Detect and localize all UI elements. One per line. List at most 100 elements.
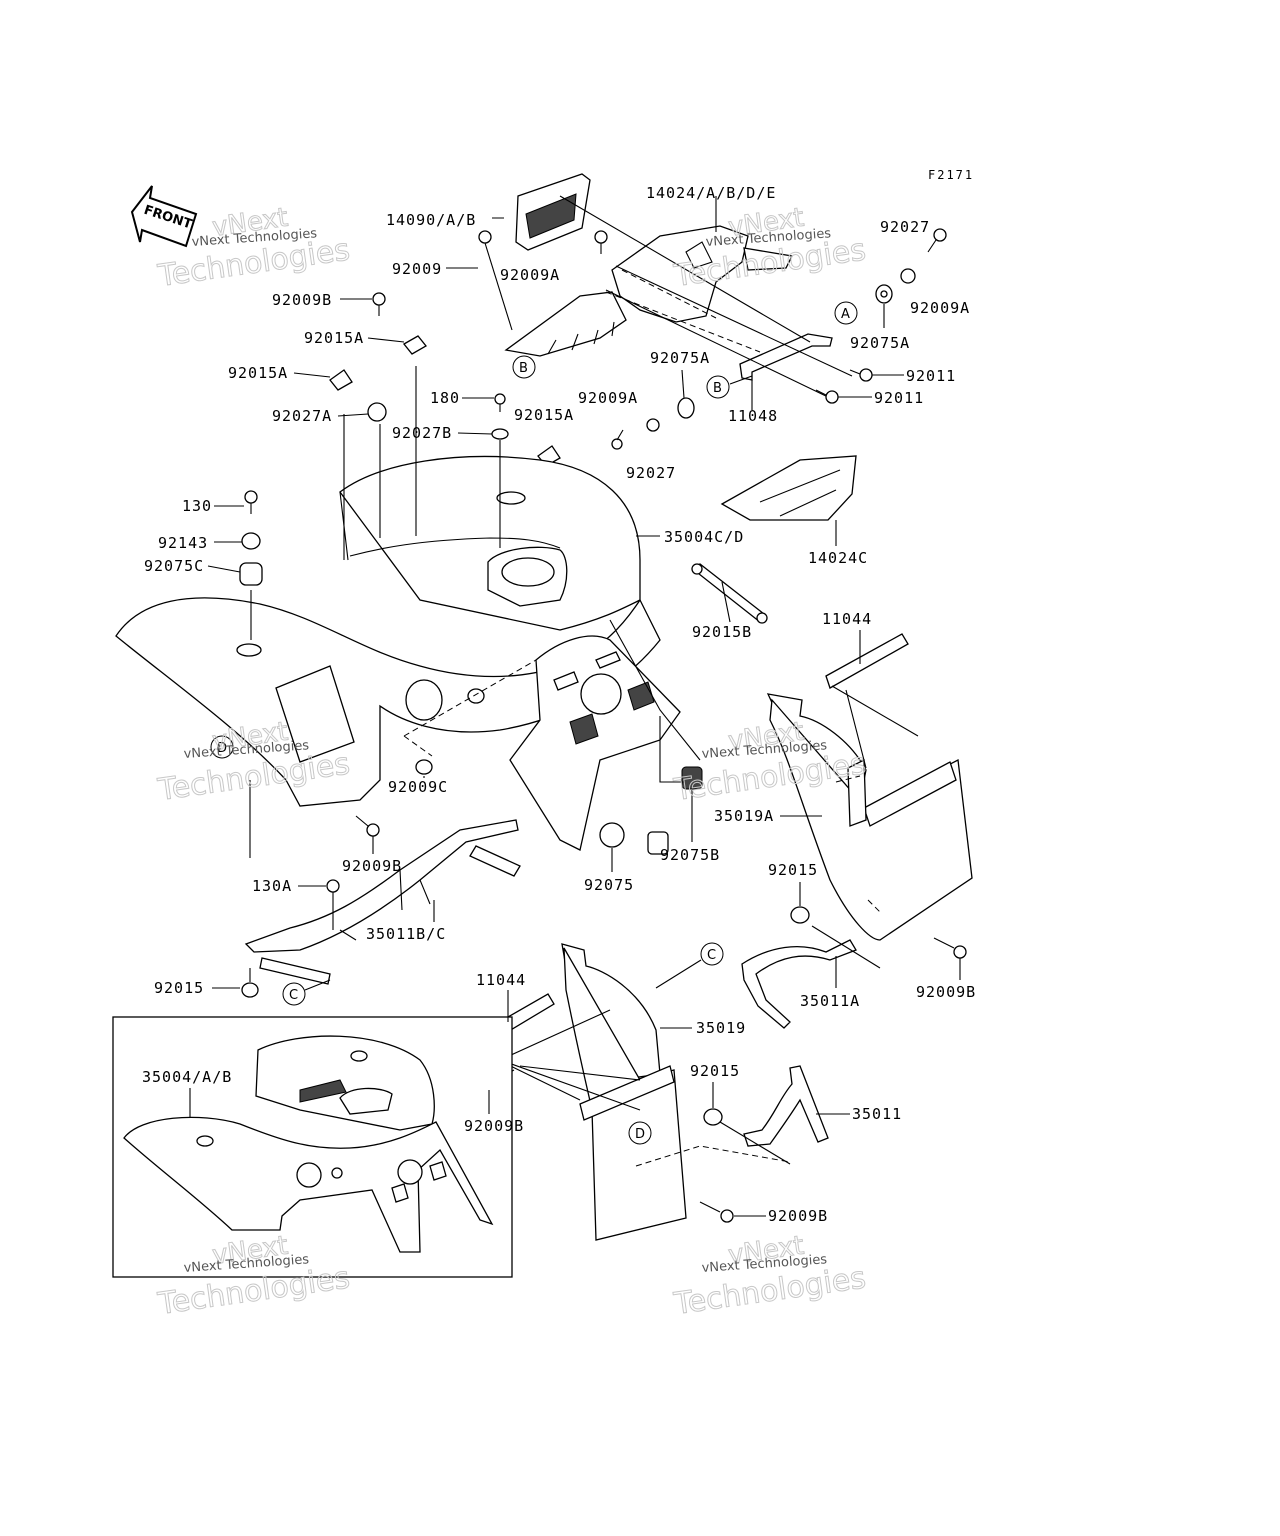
- label-130: 130: [182, 497, 212, 515]
- label-92075C: 92075C: [144, 557, 204, 575]
- fastener-92009: [478, 230, 513, 331]
- callout-D-left: D: [210, 735, 234, 759]
- label-92015A-2: 92015A: [228, 364, 288, 382]
- label-92015-low: 92015: [690, 1062, 740, 1080]
- bolt-130: [244, 490, 258, 514]
- nut-92009C: [415, 759, 433, 775]
- collar-92027A: [367, 402, 387, 422]
- bolt-92011-1: [849, 368, 873, 382]
- collar-92027B: [491, 428, 509, 440]
- label-92009B-bottom: 92009B: [768, 1207, 828, 1225]
- label-92009B-top: 92009B: [272, 291, 332, 309]
- fastener-92009A-mid: [594, 230, 608, 254]
- svg-text:B: B: [713, 381, 722, 396]
- figure-code: F2171: [928, 168, 974, 182]
- clip-92015A-2: [329, 369, 353, 391]
- stay-35011: [743, 1065, 829, 1147]
- collar-92027-low: [646, 418, 660, 432]
- fastener-92009A-topright: [927, 228, 947, 253]
- label-35019A: 35019A: [714, 807, 774, 825]
- tail-cover-14090: [515, 173, 591, 251]
- label-92011-1: 92011: [906, 367, 956, 385]
- label-92009: 92009: [392, 260, 442, 278]
- label-92009C: 92009C: [388, 778, 448, 796]
- rear-fender-35004CD: [115, 455, 701, 851]
- stay-35011A: [741, 939, 857, 1029]
- front-arrow-icon: FRONT: [130, 185, 198, 248]
- label-92027-low: 92027: [626, 464, 676, 482]
- label-92011-2: 92011: [874, 389, 924, 407]
- label-92009A-topright: 92009A: [910, 299, 970, 317]
- collar-92143: [241, 532, 261, 550]
- fastener-92027-top: [900, 268, 916, 284]
- svg-text:A: A: [841, 307, 850, 322]
- grommet-92075B: [647, 716, 703, 855]
- nut-92015-low: [703, 1108, 723, 1126]
- screw-92009B-mid: [355, 815, 380, 837]
- part-labels: 14090/A/B 14024/A/B/D/E 92027 92009A 920…: [142, 184, 976, 1225]
- label-92015A-3: 92015A: [514, 406, 574, 424]
- label-14024C: 14024C: [808, 549, 868, 567]
- label-35004AB: 35004/A/B: [142, 1068, 232, 1086]
- label-35019: 35019: [696, 1019, 746, 1037]
- label-92015A-1: 92015A: [304, 329, 364, 347]
- label-35011A: 35011A: [800, 992, 860, 1010]
- callout-A-top: A: [834, 301, 858, 325]
- label-92075A-top: 92075A: [850, 334, 910, 352]
- screw-92009A-low: [611, 429, 624, 450]
- inset-box-35004AB: [112, 1016, 513, 1278]
- rear-cover-14024: [504, 225, 793, 357]
- callout-C-right: C: [700, 942, 724, 966]
- grommet-92075A-mid: [677, 397, 695, 419]
- clip-92015A-1: [403, 335, 427, 355]
- label-35011BC: 35011B/C: [366, 925, 446, 943]
- svg-text:D: D: [217, 741, 227, 756]
- bracket-11044-top: [825, 633, 909, 689]
- callout-C-left: C: [282, 982, 306, 1006]
- grommet-92075A-top: [875, 284, 893, 304]
- mud-flap-35019: [499, 943, 687, 1241]
- label-92015-right: 92015: [768, 861, 818, 879]
- label-14024: 14024/A/B/D/E: [646, 184, 776, 202]
- grommet-92075C: [239, 562, 263, 586]
- fastener-92009B-top: [372, 292, 386, 316]
- callout-D-low: D: [628, 1121, 652, 1145]
- callout-B-mid: B: [706, 375, 730, 399]
- label-92075B: 92075B: [660, 846, 720, 864]
- label-92075: 92075: [584, 876, 634, 894]
- svg-text:C: C: [707, 948, 716, 963]
- mud-flap-35019A: [766, 693, 973, 941]
- nut-92015-left: [241, 982, 259, 998]
- bracket-11048: [739, 333, 833, 381]
- label-92027B: 92027B: [392, 424, 452, 442]
- label-92009B-mid: 92009B: [342, 857, 402, 875]
- label-92015B: 92015B: [692, 623, 752, 641]
- screw-92009B-bottom: [699, 1201, 734, 1223]
- svg-text:B: B: [519, 361, 528, 376]
- bolt-92011-2: [815, 389, 839, 404]
- label-92143: 92143: [158, 534, 208, 552]
- label-11048: 11048: [728, 407, 778, 425]
- label-92015-left: 92015: [154, 979, 204, 997]
- bolt-130A: [326, 879, 340, 930]
- label-92027A: 92027A: [272, 407, 332, 425]
- screw-92009B-right: [933, 937, 967, 959]
- stay-92015B: [691, 563, 768, 624]
- svg-text:C: C: [289, 988, 298, 1003]
- label-92075A-mid: 92075A: [650, 349, 710, 367]
- svg-text:D: D: [635, 1127, 645, 1142]
- label-11044-top: 11044: [822, 610, 872, 628]
- bracket-35011BC: [244, 819, 521, 985]
- label-14090: 14090/A/B: [386, 211, 476, 229]
- bolt-180: [494, 393, 506, 412]
- carrier-14024C: [720, 455, 857, 521]
- grommet-92075: [599, 822, 625, 848]
- label-92009B-right: 92009B: [916, 983, 976, 1001]
- nut-92015-right: [790, 906, 810, 924]
- label-130A: 130A: [252, 877, 292, 895]
- label-92009A-low: 92009A: [578, 389, 638, 407]
- label-11044-low: 11044: [476, 971, 526, 989]
- label-35011: 35011: [852, 1105, 902, 1123]
- label-92009B-low: 92009B: [464, 1117, 524, 1135]
